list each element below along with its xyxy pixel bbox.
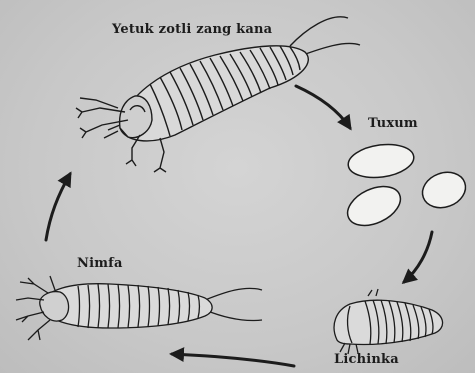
nymph-stage-label: Nimfa xyxy=(77,256,123,271)
eggs-illustration xyxy=(341,141,470,234)
larva-stage-label: Lichinka xyxy=(334,352,399,367)
adult-tick-illustration xyxy=(76,17,360,172)
arrow-egg-to-larva xyxy=(404,232,432,282)
larva-illustration xyxy=(334,289,442,354)
egg-shape xyxy=(418,167,471,214)
arrow-nymph-to-adult xyxy=(46,174,70,240)
egg-stage-label: Tuxum xyxy=(368,116,418,131)
adult-stage-label: Yetuk zotli zang kana xyxy=(112,22,272,37)
egg-shape xyxy=(346,141,416,182)
arrow-adult-to-egg xyxy=(296,86,350,128)
egg-shape xyxy=(341,179,406,233)
nymph-illustration xyxy=(16,276,262,340)
arrow-larva-to-nymph xyxy=(172,354,294,366)
